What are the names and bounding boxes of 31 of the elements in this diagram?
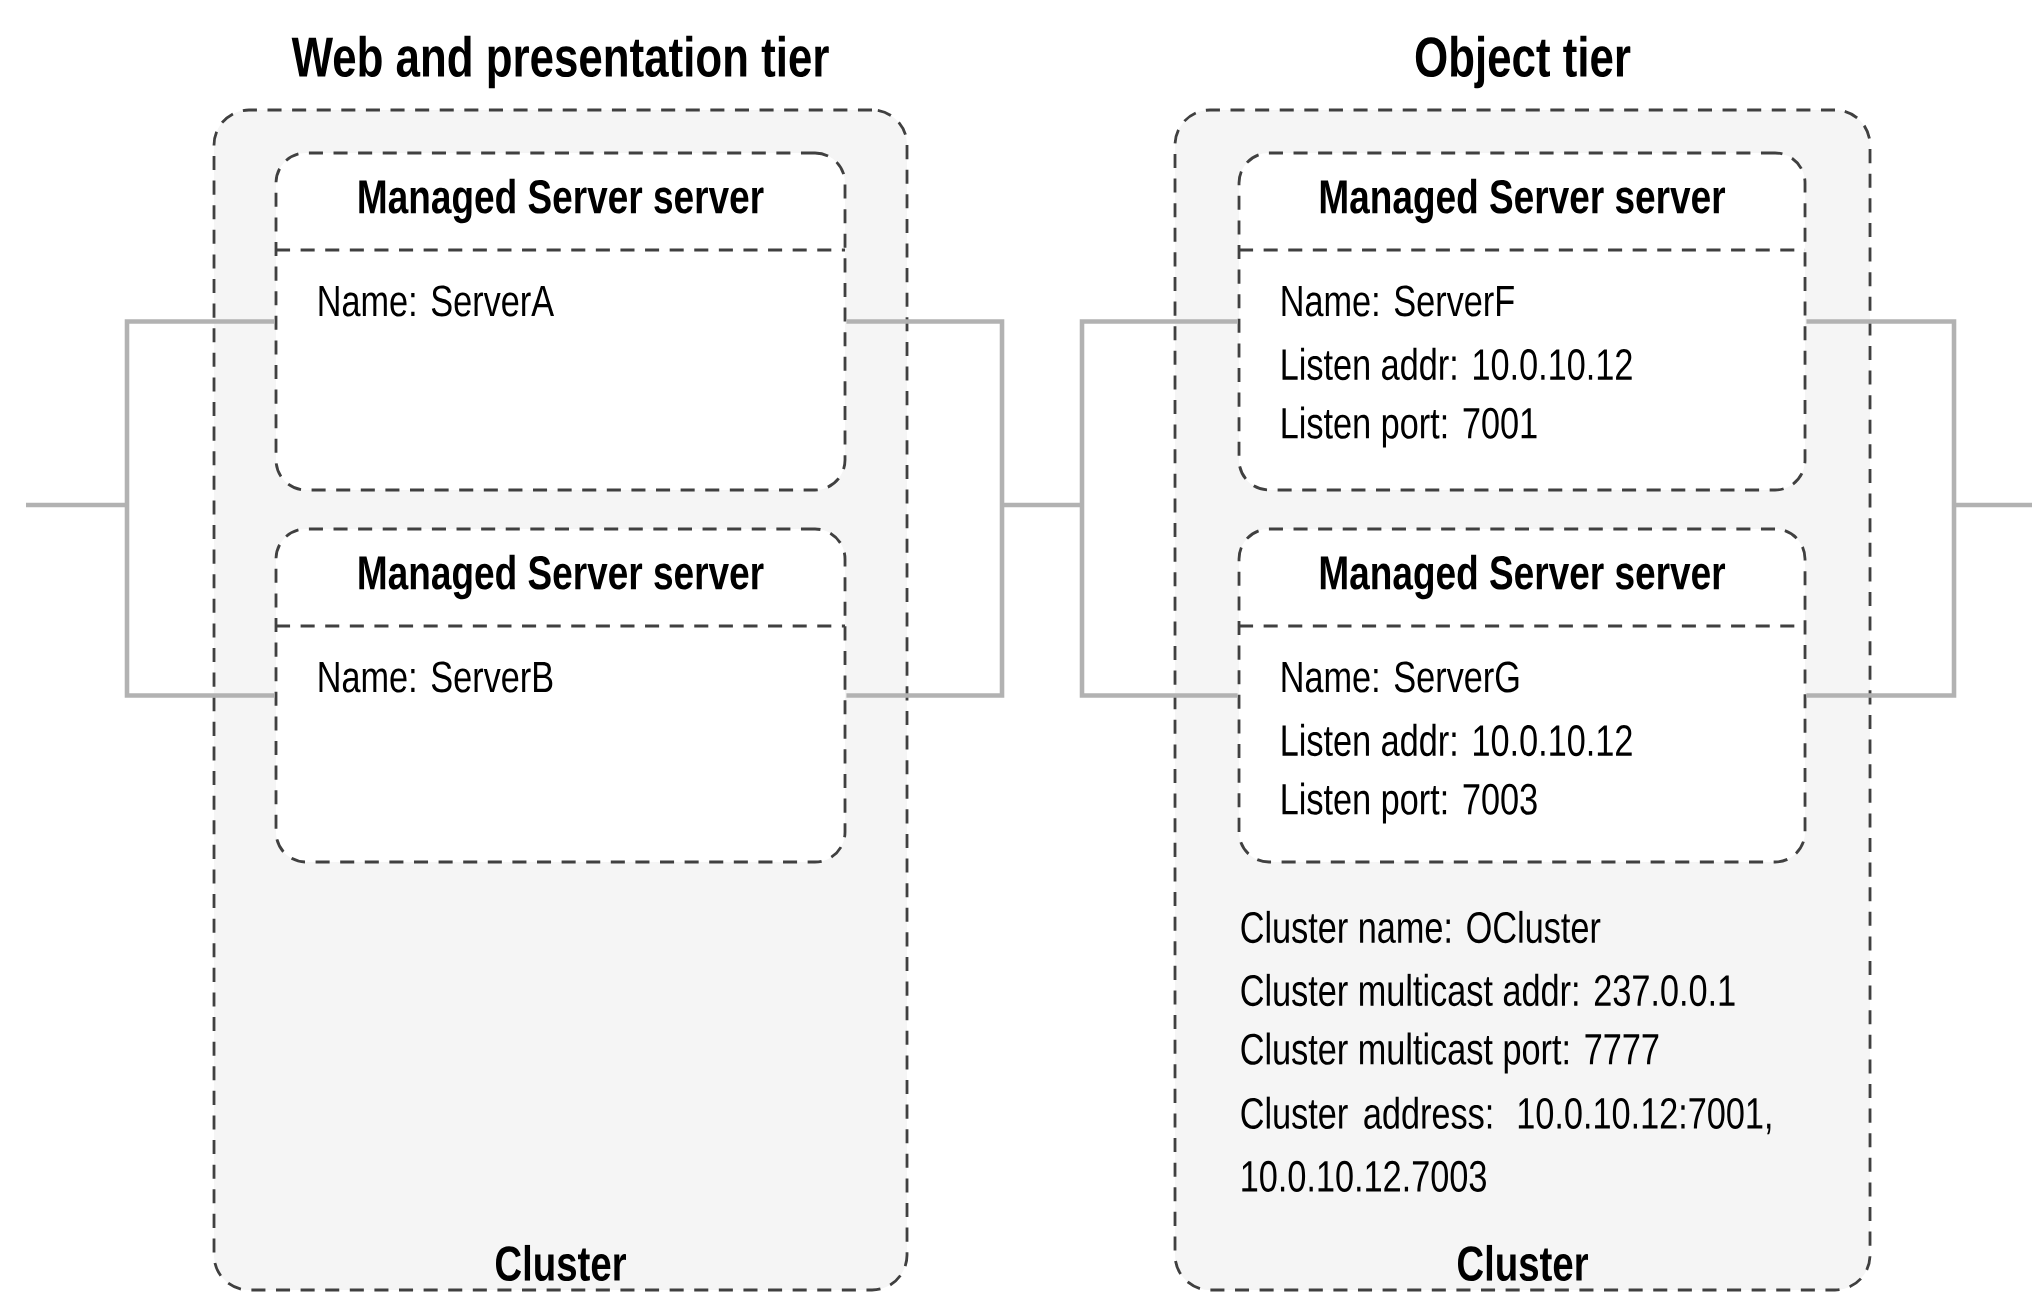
tier-title: Object tier (1415, 35, 1631, 89)
connector-line (26, 502, 127, 508)
cluster-detail: Cluster name: OCluster (1241, 910, 1601, 944)
cluster-detail: Cluster multicast addr: 237.0.0.1 (1241, 973, 1735, 1007)
server-detail: Name: ServerA (319, 285, 555, 317)
connector-line (1954, 502, 2032, 508)
connector-line (1806, 505, 1957, 698)
tier-title: Web and presentation tier (291, 35, 829, 89)
box-heading: Managed Server server (1320, 554, 1726, 600)
server-detail: Listen addr: 10.0.10.12 (1282, 723, 1632, 757)
connector-line (846, 505, 1005, 698)
server-detail: Listen port: 7001 (1282, 406, 1537, 448)
connector-line (1806, 319, 1957, 505)
server-detail: Name: ServerF (1282, 285, 1514, 317)
cluster-label: Cluster (496, 1244, 626, 1282)
server-detail: Listen port: 7003 (1282, 782, 1537, 824)
server-detail: Name: ServerB (319, 661, 553, 693)
box-heading: Managed Server server (1320, 178, 1726, 224)
server-detail: Listen addr: 10.0.10.12 (1282, 347, 1632, 381)
cluster-detail: Cluster multicast port: 7777 (1241, 1032, 1659, 1074)
connector-line (124, 505, 275, 698)
connector-line (1002, 502, 1082, 508)
connector-line (124, 319, 275, 505)
cluster-detail: Cluster address: 10.0.10.12:7001, 10.0.10.12.7003 (1241, 1096, 1771, 1192)
box-heading: Managed Server server (359, 178, 764, 224)
box-heading: Managed Server server (359, 554, 764, 600)
connector-line (846, 319, 1005, 505)
server-detail: Name: ServerG (1282, 661, 1519, 693)
cluster-label: Cluster (1458, 1244, 1588, 1282)
connector-line (1079, 505, 1238, 698)
connector-line (1079, 319, 1238, 505)
